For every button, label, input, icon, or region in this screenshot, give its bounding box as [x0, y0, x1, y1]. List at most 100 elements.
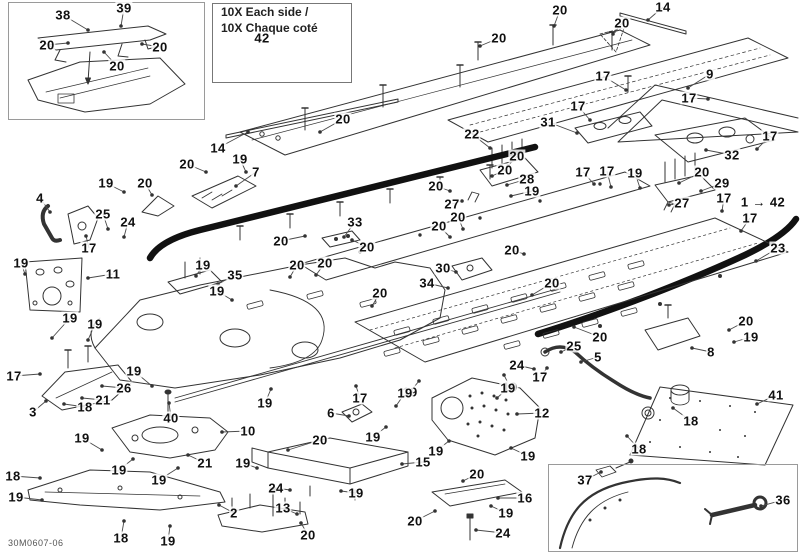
- callout-19: 19: [626, 165, 644, 181]
- callout-20: 20: [136, 175, 154, 191]
- note-line-1: 10X Each side /: [221, 5, 309, 19]
- document-code: 30M0607-06: [8, 538, 64, 548]
- callout-20: 20: [316, 255, 334, 271]
- callout-36: 36: [774, 492, 792, 508]
- part-4-hook: [40, 204, 62, 243]
- callout-13: 13: [274, 500, 292, 516]
- part-5-arm: [540, 345, 652, 400]
- callout-19: 19: [73, 430, 91, 446]
- callout-20: 20: [693, 164, 711, 180]
- callout-24: 24: [508, 357, 526, 373]
- callout-8: 8: [706, 344, 716, 360]
- callout-10: 10: [239, 423, 257, 439]
- callout-19: 19: [97, 175, 115, 191]
- callout-19: 19: [159, 533, 177, 549]
- part-31-plate: [574, 111, 653, 144]
- callout-20: 20: [358, 239, 376, 255]
- callout-11: 11: [104, 266, 122, 282]
- callout-29: 29: [713, 175, 731, 191]
- note-box: 10X Each side / 10X Chaque coté: [212, 3, 352, 83]
- callout-19: 19: [523, 183, 541, 199]
- callout-20: 20: [334, 111, 352, 127]
- callout-25: 25: [565, 338, 583, 354]
- callout-19: 19: [12, 255, 30, 271]
- callout-19: 19: [742, 329, 760, 345]
- part-20-panel: [239, 29, 651, 156]
- callout-22: 22: [463, 126, 481, 142]
- callout-38: 38: [54, 7, 72, 23]
- callout-20: 20: [151, 39, 169, 55]
- callout-17: 17: [594, 68, 612, 84]
- part-steering-lug: [67, 195, 175, 245]
- callout-18: 18: [112, 530, 130, 546]
- part-10-footrest: [111, 414, 229, 459]
- part-22-rail: [146, 143, 539, 262]
- callout-19: 19: [234, 455, 252, 471]
- callout-34: 34: [418, 275, 436, 291]
- part-8-bracket: [644, 304, 701, 351]
- part-14-rods: [225, 12, 687, 139]
- part-33-bracket: [321, 230, 361, 248]
- callout-17: 17: [569, 98, 587, 114]
- callout-20: 20: [468, 466, 486, 482]
- callout-20: 20: [613, 15, 631, 31]
- callout-37: 37: [576, 472, 594, 488]
- callout-20: 20: [430, 218, 448, 234]
- callout-33: 33: [346, 214, 364, 230]
- callout-20: 20: [371, 285, 389, 301]
- callout-19: 19: [499, 380, 517, 396]
- callout-19: 19: [150, 472, 168, 488]
- callout-17: 17: [741, 210, 759, 226]
- callout-17: 17: [761, 128, 779, 144]
- callout-19: 19: [256, 395, 274, 411]
- callout-1-42: 1 → 42: [739, 194, 787, 210]
- callout-20: 20: [737, 313, 755, 329]
- callout-20: 20: [38, 37, 56, 53]
- callout-24: 24: [119, 214, 137, 230]
- callout-17: 17: [715, 190, 733, 206]
- callout-20: 20: [543, 275, 561, 291]
- callout-19: 19: [125, 363, 143, 379]
- callout-20: 20: [427, 178, 445, 194]
- callout-20: 20: [406, 513, 424, 529]
- callout-12: 12: [533, 405, 551, 421]
- callout-19: 19: [208, 283, 226, 299]
- callout-30: 30: [434, 260, 452, 276]
- callout-24: 24: [267, 480, 285, 496]
- callout-21: 21: [94, 392, 112, 408]
- callout-19: 19: [427, 443, 445, 459]
- callout-6: 6: [326, 405, 336, 421]
- callout-17: 17: [351, 390, 369, 406]
- callout-42: 42: [253, 30, 271, 46]
- part-40-screw: [164, 389, 172, 413]
- callout-20: 20: [311, 432, 329, 448]
- callout-7: 7: [251, 164, 261, 180]
- callout-17: 17: [574, 164, 592, 180]
- callout-20: 20: [508, 148, 526, 164]
- callout-17: 17: [598, 163, 616, 179]
- callout-19: 19: [364, 429, 382, 445]
- callout-32: 32: [723, 147, 741, 163]
- part-32-plate: [654, 117, 776, 163]
- callout-18: 18: [76, 399, 94, 415]
- callout-9: 9: [705, 66, 715, 82]
- callout-19: 19: [194, 257, 212, 273]
- callout-14: 14: [209, 140, 227, 156]
- part-23-rail: [534, 215, 800, 338]
- callout-19: 19: [110, 462, 128, 478]
- callout-21: 21: [196, 455, 214, 471]
- callout-19: 19: [7, 489, 25, 505]
- callout-5: 5: [593, 349, 603, 365]
- callout-17: 17: [680, 90, 698, 106]
- callout-20: 20: [299, 527, 317, 543]
- callout-20: 20: [178, 156, 196, 172]
- callout-20: 20: [503, 242, 521, 258]
- callout-31: 31: [539, 114, 557, 130]
- callout-41: 41: [767, 387, 785, 403]
- callout-19: 19: [519, 448, 537, 464]
- callout-18: 18: [4, 468, 22, 484]
- callout-20: 20: [551, 2, 569, 18]
- part-6-bracket: [341, 403, 373, 423]
- callout-35: 35: [226, 267, 244, 283]
